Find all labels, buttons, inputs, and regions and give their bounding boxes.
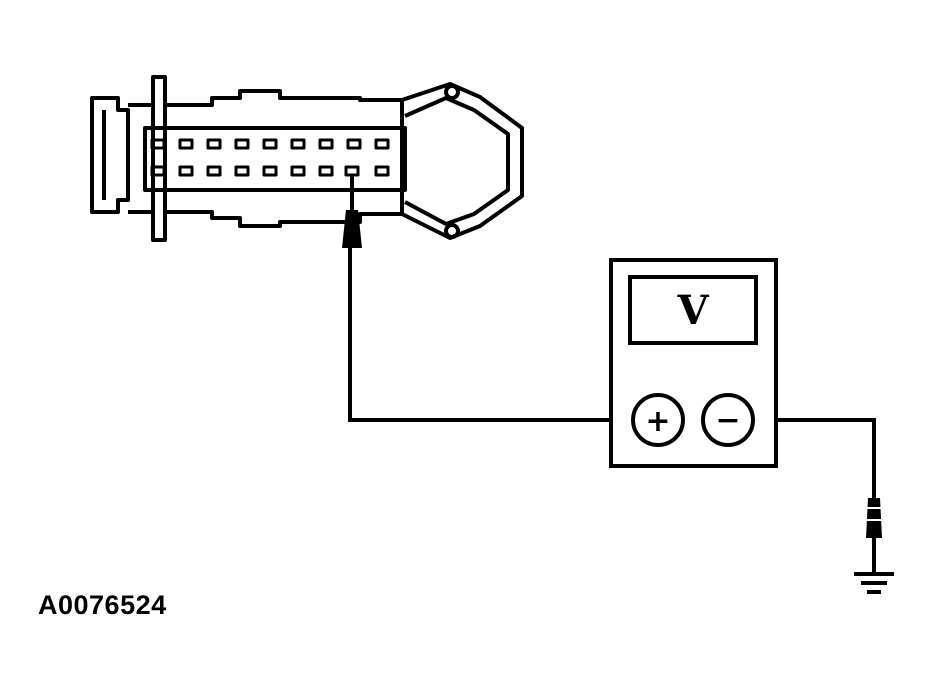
negative-test-lead	[752, 418, 876, 500]
ground-symbol-icon	[854, 572, 894, 594]
electrical-connector-icon	[90, 75, 524, 242]
meter-display-symbol: V	[676, 287, 709, 334]
ground-probe-body	[866, 498, 882, 538]
connector-hood-inner	[404, 96, 510, 226]
connector-body	[128, 89, 404, 228]
probe-body	[342, 210, 362, 248]
pin-row-bottom	[150, 165, 390, 177]
positive-test-lead	[348, 248, 632, 422]
connector-mount-hole-bottom	[444, 223, 460, 239]
connector-pin-carrier	[143, 126, 407, 192]
connector-latch	[90, 96, 130, 214]
negative-terminal	[701, 393, 755, 447]
voltmeter-icon: V + −	[609, 258, 778, 468]
connector-mount-hole-top	[444, 84, 460, 100]
positive-terminal	[631, 393, 685, 447]
figure-id-label: A0076524	[38, 590, 167, 620]
positive-terminal-label: +	[645, 404, 670, 439]
pin-row-top	[150, 138, 390, 150]
test-pin-cavity	[344, 165, 360, 177]
meter-display	[628, 275, 758, 345]
ground-probe-icon	[866, 498, 882, 572]
negative-terminal-label: −	[715, 403, 740, 438]
test-probe-icon	[342, 175, 362, 248]
connector-flange	[151, 75, 167, 242]
connector-hood	[401, 82, 524, 240]
